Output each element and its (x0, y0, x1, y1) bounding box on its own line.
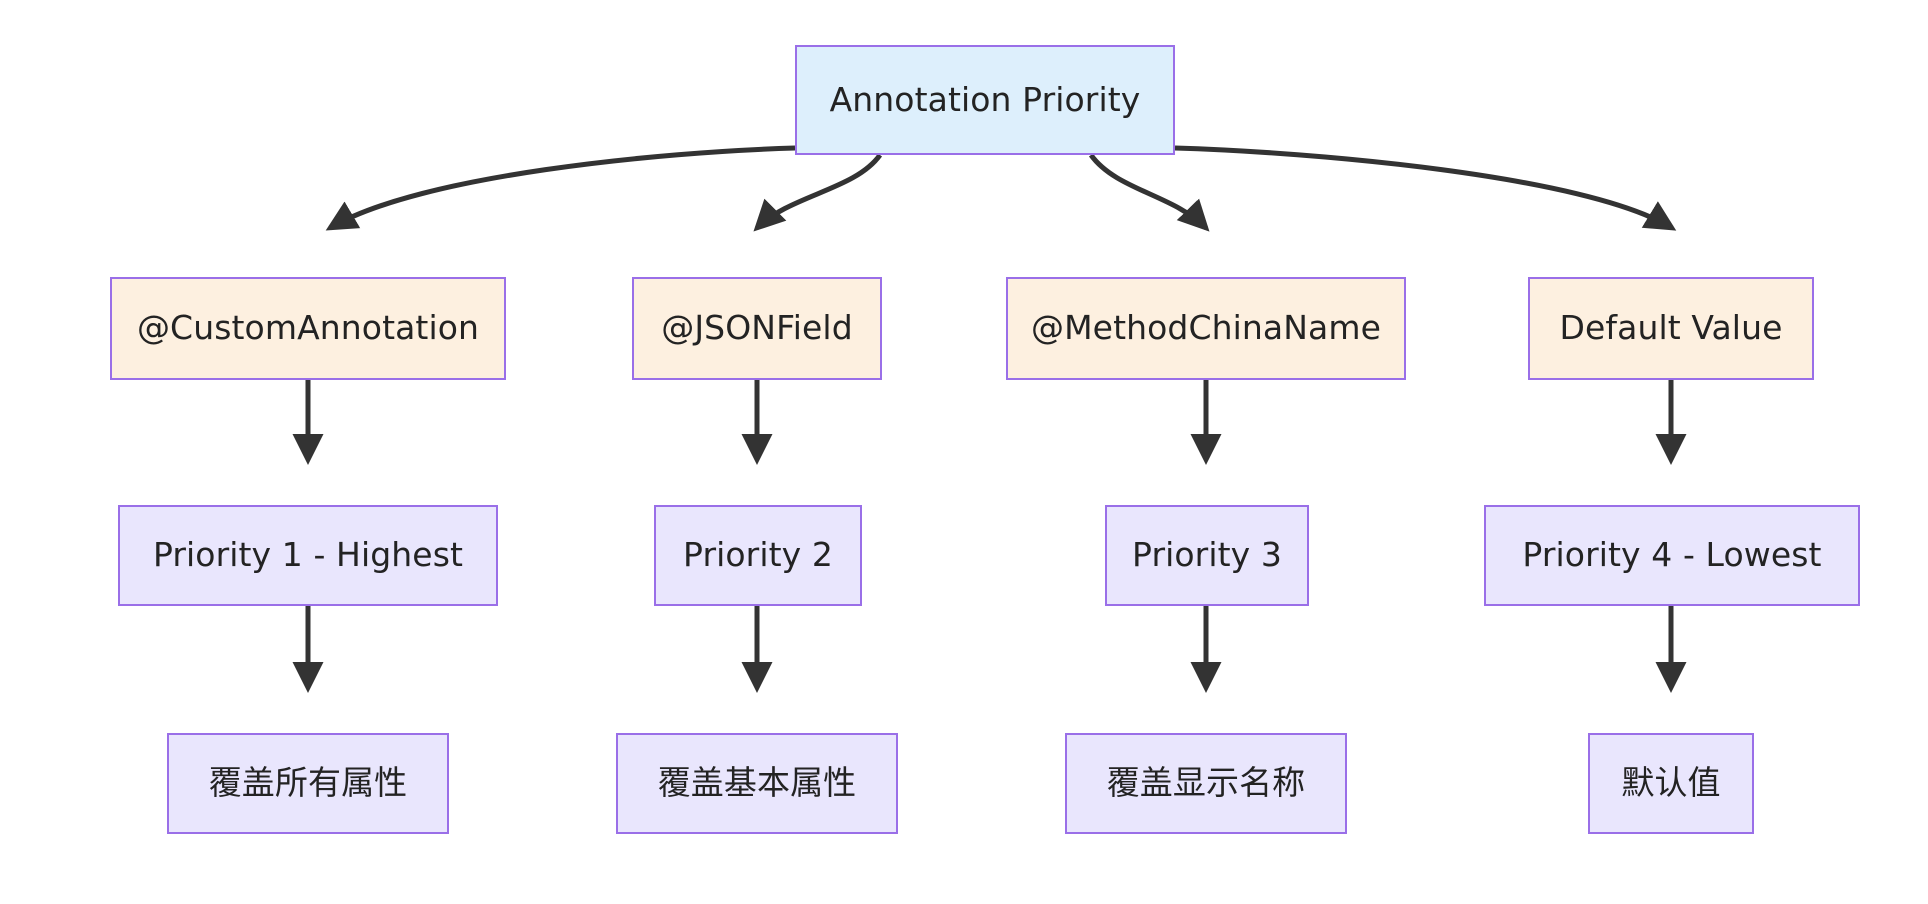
node-methodchinaname[interactable]: @MethodChinaName (1006, 277, 1406, 380)
node-label: @CustomAnnotation (136, 308, 480, 348)
node-label: 覆盖显示名称 (1106, 763, 1306, 803)
node-label: Default Value (1559, 308, 1783, 348)
node-label: Annotation Priority (829, 79, 1141, 119)
node-priority-1[interactable]: Priority 1 - Highest (118, 505, 498, 606)
node-effect-2[interactable]: 覆盖基本属性 (616, 733, 898, 834)
node-effect-4[interactable]: 默认值 (1588, 733, 1754, 834)
node-effect-3[interactable]: 覆盖显示名称 (1065, 733, 1347, 834)
node-jsonfield[interactable]: @JSONField (632, 277, 882, 380)
node-label: Priority 2 (683, 535, 833, 575)
node-effect-1[interactable]: 覆盖所有属性 (167, 733, 449, 834)
node-label: Priority 4 - Lowest (1522, 535, 1822, 575)
node-priority-3[interactable]: Priority 3 (1105, 505, 1309, 606)
node-priority-4[interactable]: Priority 4 - Lowest (1484, 505, 1860, 606)
node-priority-2[interactable]: Priority 2 (654, 505, 862, 606)
node-label: @JSONField (661, 308, 853, 348)
edge-root-to-methodchinaname (1088, 153, 1210, 232)
edge-root-to-jsonfield (753, 153, 883, 232)
node-label: 覆盖所有属性 (208, 763, 408, 803)
node-label: Priority 1 - Highest (152, 535, 464, 575)
edge-root-to-default-value (1174, 145, 1677, 231)
node-label: 默认值 (1621, 763, 1721, 803)
node-default-value[interactable]: Default Value (1528, 277, 1814, 380)
node-custom-annotation[interactable]: @CustomAnnotation (110, 277, 506, 380)
node-label: @MethodChinaName (1031, 308, 1381, 348)
node-annotation-priority[interactable]: Annotation Priority (795, 45, 1175, 155)
node-label: 覆盖基本属性 (657, 763, 857, 803)
edge-root-to-custom-annotation (325, 145, 796, 231)
node-label: Priority 3 (1132, 535, 1282, 575)
